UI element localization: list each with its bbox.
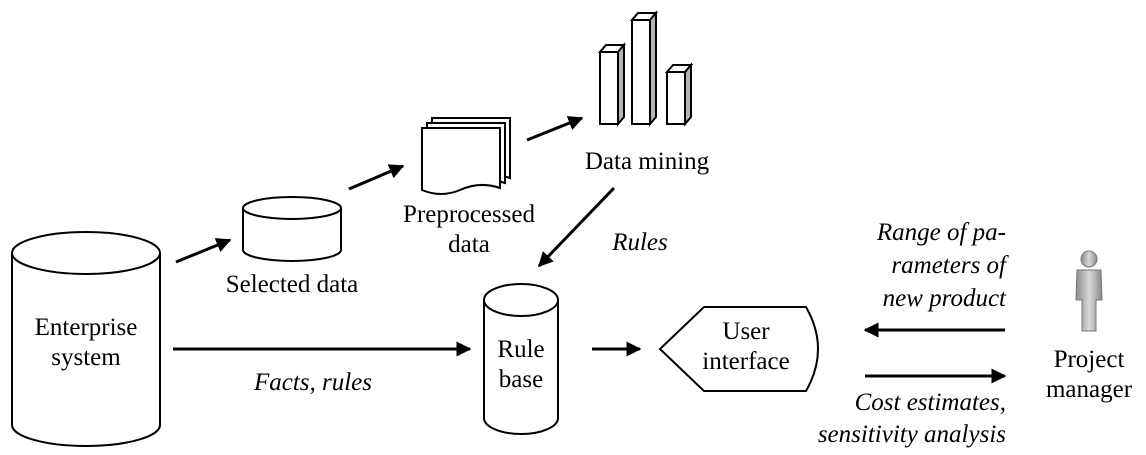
cylinder-icon (242, 208, 342, 262)
rule-base-label-1: Rule (497, 336, 544, 363)
enterprise-system-label-2: system (51, 344, 121, 371)
bar-chart-icon (597, 10, 694, 127)
user-interface-label-1: User (722, 318, 770, 345)
input-params-label-2: rameters of (891, 252, 1009, 279)
cylinder-icon (11, 253, 161, 447)
person-icon (1075, 250, 1103, 332)
selected-data-node: Selected data (226, 196, 359, 298)
enterprise-system-label-1: Enterprise (35, 314, 138, 341)
input-params-label-3: new product (883, 285, 1007, 312)
user-interface-node: User interface (658, 306, 819, 392)
documents-icon (421, 117, 511, 195)
project-manager-label-2: manager (1046, 376, 1133, 403)
enterprise-system-node: Enterprise system (11, 231, 161, 447)
outputs-label-2: sensitivity analysis (818, 421, 1006, 448)
cylinder-icon (483, 300, 559, 435)
user-interface-label-2: interface (702, 348, 789, 375)
arrow-mining-to-rulebase (537, 186, 616, 268)
input-params-label-1: Range of pa- (876, 219, 1006, 246)
data-mining-node: Data mining (585, 10, 710, 175)
selected-data-label: Selected data (226, 271, 359, 298)
rule-base-label-2: base (499, 366, 543, 393)
arrow-selected-to-preprocessed (348, 164, 405, 191)
arrow-preprocessed-to-mining (526, 116, 584, 142)
project-manager-label-1: Project (1054, 346, 1125, 373)
preprocessed-data-label-2: data (448, 231, 490, 258)
data-mining-label: Data mining (585, 148, 710, 175)
project-manager-node: Project manager (1046, 250, 1133, 403)
preprocessed-data-label-1: Preprocessed (403, 201, 535, 228)
facts-rules-edge-label: Facts, rules (253, 369, 372, 396)
outputs-label-1: Cost estimates, (855, 389, 1006, 416)
rules-edge-label: Rules (611, 229, 668, 256)
rule-base-node: Rule base (483, 283, 559, 435)
arrow-enterprise-to-selected (175, 238, 232, 264)
preprocessed-data-node: Preprocessed data (403, 117, 535, 258)
